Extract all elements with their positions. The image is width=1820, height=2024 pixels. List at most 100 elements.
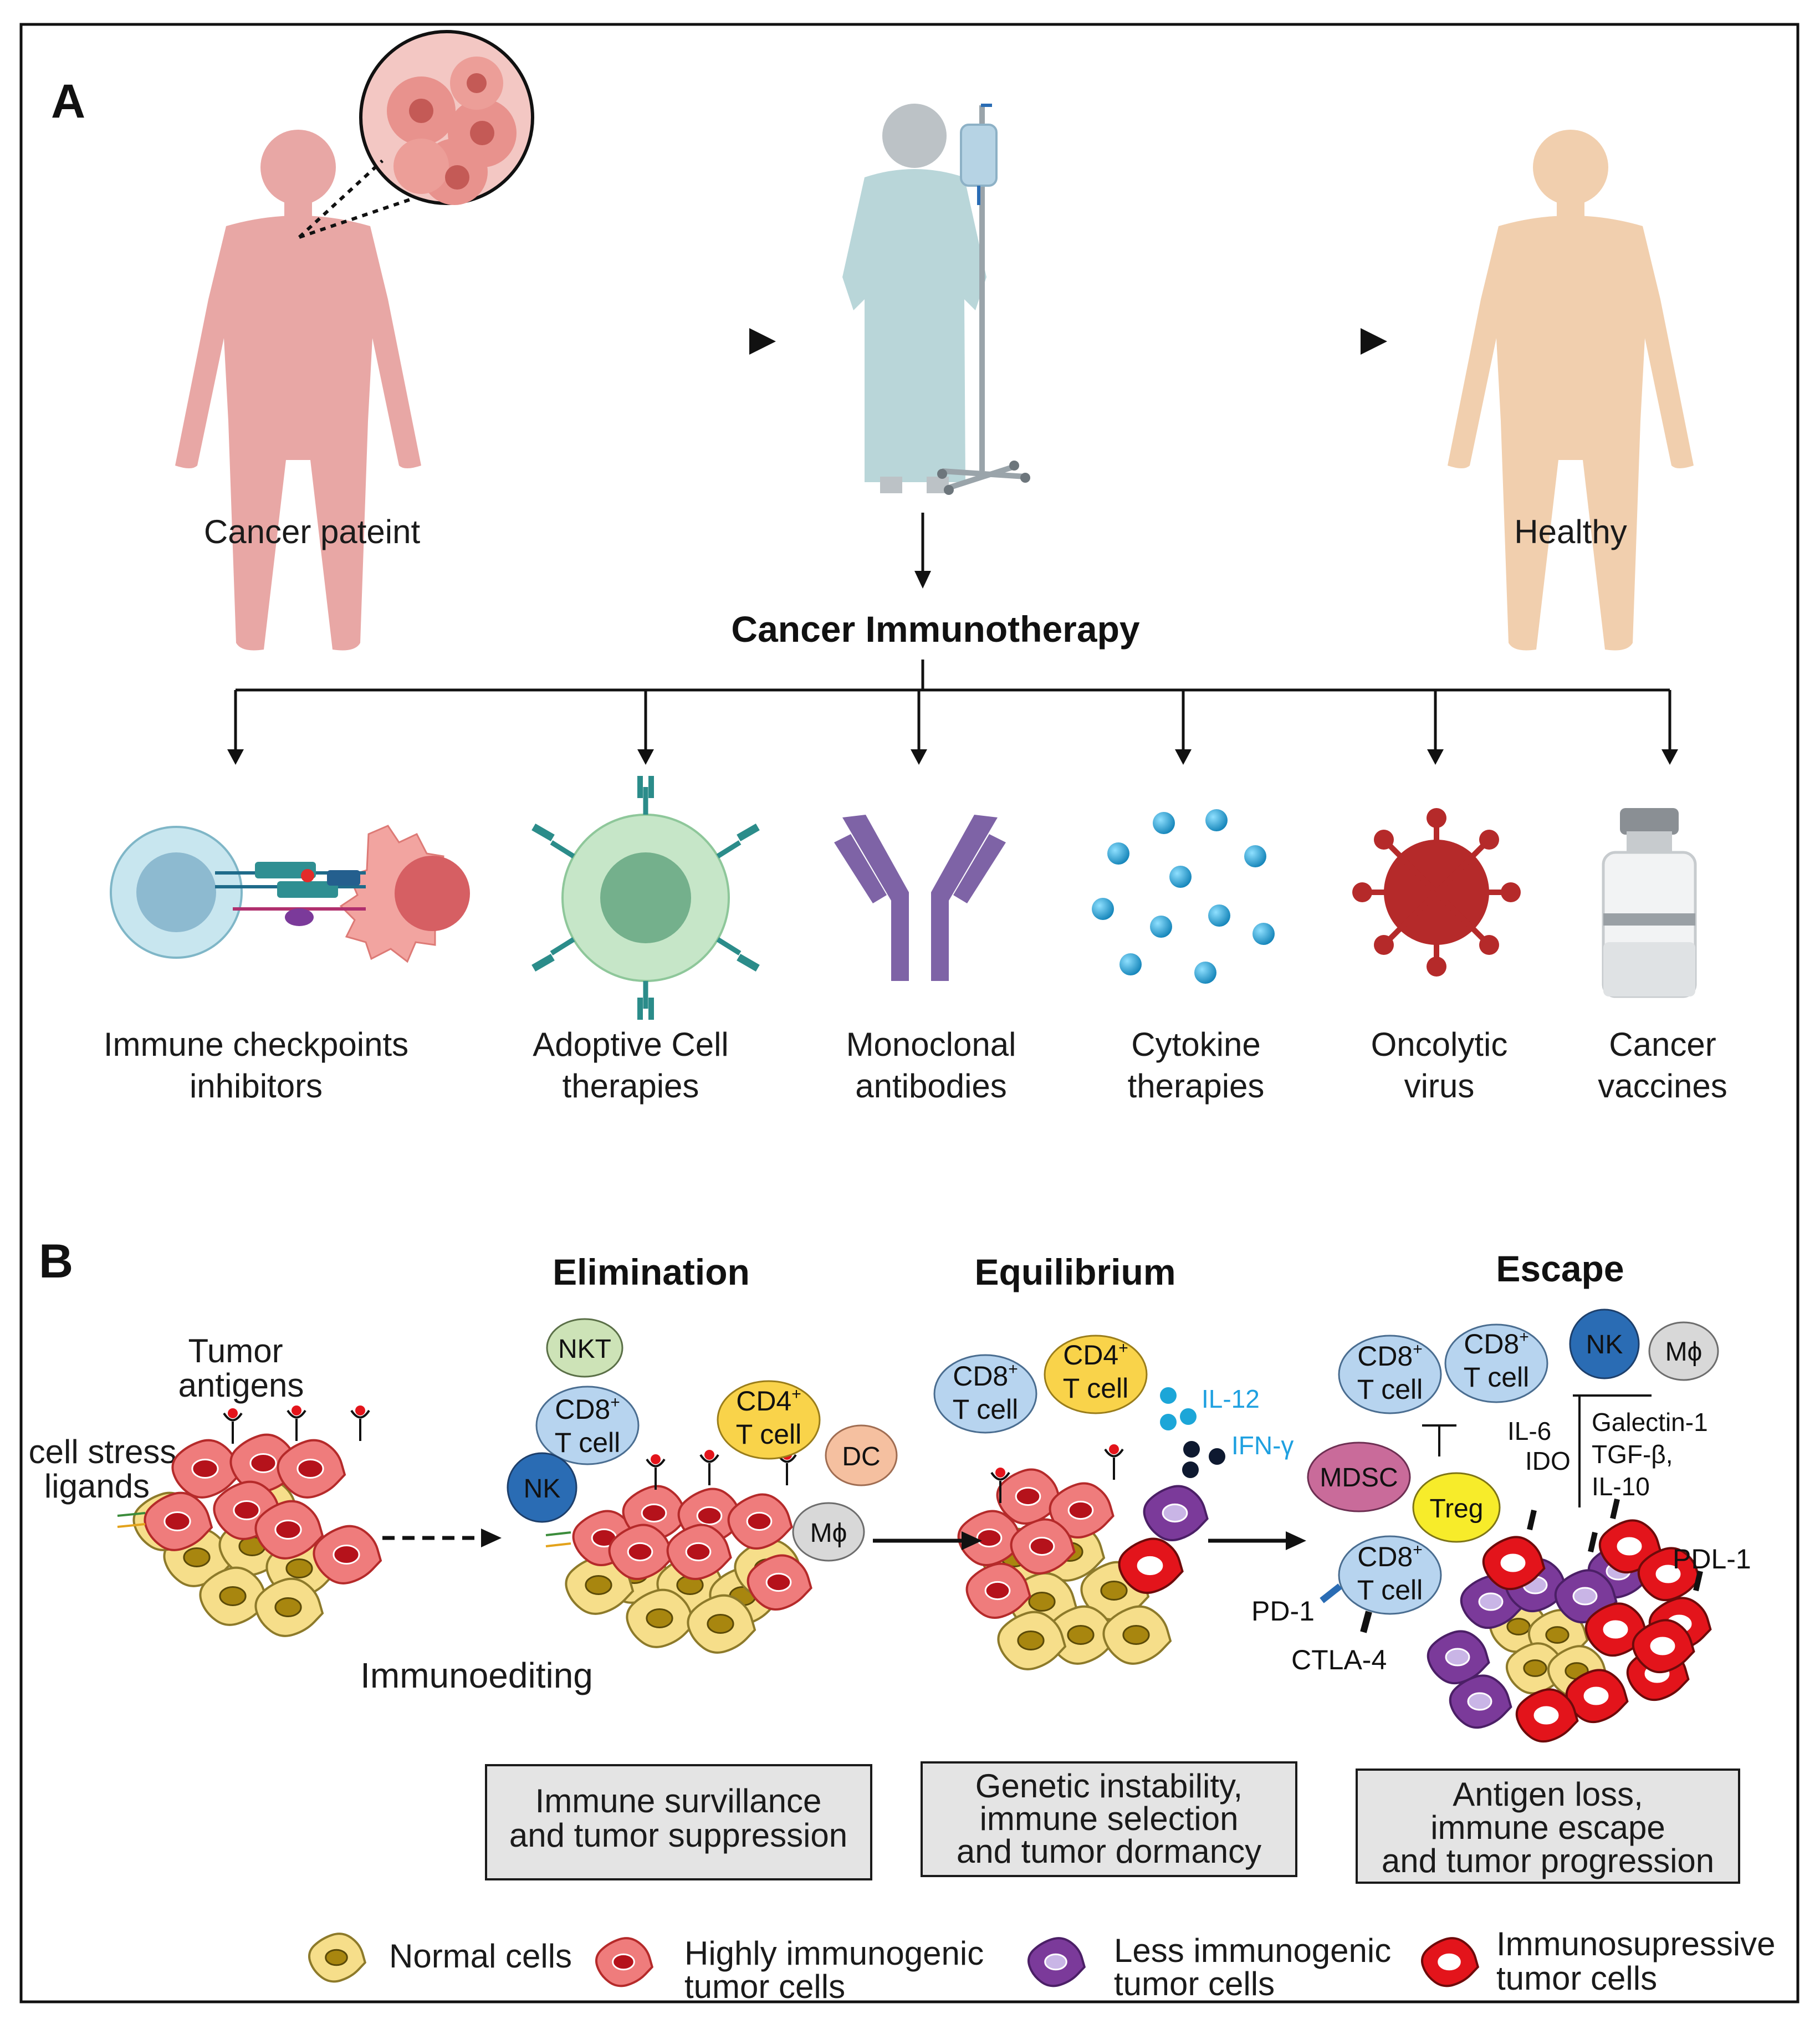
healthy-label: Healthy [1514,513,1627,550]
legend-label-immuno-1: Immunosupressive [1496,1925,1776,1962]
equilibrium-tumor-cluster [957,1468,1209,1670]
therapy-label-3b: antibodies [855,1067,1007,1105]
mdsc-cell [1307,1442,1411,1512]
cd8-t-cell-equil [933,1354,1037,1434]
therapy-labels: Immune checkpoints inhibitors Adoptive C… [104,1026,1727,1105]
mphi-elim-label: Mϕ [810,1519,847,1548]
legend-label-less-2: tumor cells [1114,1965,1275,2002]
nk-elim-label: NK [524,1474,561,1504]
figure-frame [19,23,1799,2003]
legend-highly-immunogenic-cell [595,1937,654,1987]
arrow-patient-to-treatment-head [749,328,776,355]
cd8-escape-2-label-1: CD8+ [1464,1328,1529,1359]
cd4-equil-label-1: CD4+ [1063,1339,1128,1371]
cd4-elim-label-2: T cell [736,1419,802,1450]
cd4-t-cell-equil [1044,1335,1148,1414]
cd8-t-cell-escape-2 [1444,1323,1548,1403]
nk-cell-escape [1569,1309,1640,1379]
ctla4-label: CTLA-4 [1291,1644,1387,1675]
arrow-treatment-to-healthy-head [1361,328,1387,355]
cd8-escape-1-label-2: T cell [1357,1374,1423,1405]
checkpoint-inhibitor-icon [110,825,470,963]
highly-immunogenic-cell [965,1562,1031,1619]
antigen-receptor [350,1405,370,1441]
macrophage-elim [792,1502,865,1562]
legend-label-immuno-2: tumor cells [1496,1960,1657,1997]
cd8-elim-label-2: T cell [555,1427,621,1458]
zoom-connector [298,159,411,239]
normal-cell [687,1594,756,1654]
immunosuppressive-cell [1515,1688,1579,1743]
cell-type-legend [308,1933,1480,1987]
nkt-label: NKT [558,1335,611,1364]
cd8-equil-label-2: T cell [953,1394,1019,1425]
panel-a-letter: A [51,75,85,128]
il10-label: IL-10 [1592,1472,1650,1501]
legend-less-immunogenic-cell [1027,1937,1086,1987]
arrow-to-escape-head [1286,1531,1306,1550]
therapy-label-1a: Immune checkpoints [104,1026,408,1063]
equil-box-line-1: Genetic instability, [975,1767,1243,1805]
cd8-t-cell-escape-1 [1338,1335,1442,1414]
legend-label-normal: Normal cells [389,1938,572,1975]
escape-box-line-3: and tumor progression [1382,1842,1714,1879]
equilibrium-summary-box: Genetic instability, immune selection an… [921,1761,1297,1877]
healthy-figure [1448,130,1694,651]
normal-cell [1047,1605,1117,1665]
macrophage-escape [1648,1321,1719,1381]
legend-normal-cell [308,1933,367,1983]
therapy-label-1b: inhibitors [190,1067,323,1105]
pdl1-label: PDL-1 [1673,1543,1751,1575]
normal-cell [254,1577,324,1637]
cd8-equil-label-1: CD8+ [953,1360,1018,1392]
normal-cell [626,1588,696,1648]
highly-immunogenic-cell [747,1554,812,1611]
stress-ligands-label-1: cell stress [29,1433,177,1470]
escape-tumor-cluster [1427,1498,1712,1743]
cytokine-icon [1092,809,1275,984]
ifn-gamma-label: IFN-γ [1231,1431,1294,1460]
cd8-escape-2-label-2: T cell [1464,1362,1530,1393]
therapy-branch-lines [234,660,1671,754]
pd1-label: PD-1 [1251,1596,1315,1627]
dc-label: DC [842,1442,880,1471]
nk-cell-elim [507,1452,577,1523]
immunosuppressive-cell [1632,1619,1695,1674]
escape-box-line-1: Antigen loss, [1453,1776,1643,1813]
nk-escape-label: NK [1586,1330,1623,1359]
highly-immunogenic-cell [957,1510,1023,1567]
arrow-to-immunotherapy-head [914,571,931,589]
elimination-title: Elimination [553,1251,750,1292]
normal-cell [565,1555,635,1615]
escape-summary-box: Antigen loss, immune escape and tumor pr… [1356,1769,1740,1884]
less-immunogenic-cell [1449,1674,1512,1729]
mdsc-label: MDSC [1320,1463,1398,1493]
elim-box-line-2: and tumor suppression [509,1817,847,1854]
equil-box-line-3: and tumor dormancy [957,1833,1261,1870]
immunosuppressive-cell [1565,1669,1629,1724]
cd8-t-cell-escape-3 [1338,1535,1442,1615]
highly-immunogenic-cell [171,1439,241,1499]
antigen-receptor [699,1450,719,1485]
antigen-receptor [287,1405,306,1441]
normal-cell [997,1611,1067,1670]
legend-label-high-2: tumor cells [684,1968,845,2005]
adoptive-cell-icon [531,776,760,1020]
highly-immunogenic-cell [996,1468,1062,1525]
immunosuppressive-cell [1637,1547,1701,1602]
therapy-arrow-heads [227,749,1678,765]
highly-immunogenic-cell [608,1524,674,1581]
highly-immunogenic-cell [727,1493,793,1550]
initial-tumor-cluster [132,1433,382,1637]
stress-ligands-label-2: ligands [44,1468,150,1505]
treg-cell [1412,1472,1501,1543]
elimination-summary-box: Immune survillance and tumor suppression [485,1764,872,1880]
less-immunogenic-cell [1143,1485,1209,1542]
monoclonal-antibody-icon [834,815,1006,981]
cd8-escape-3-label-2: T cell [1357,1575,1423,1606]
dendritic-cell [825,1424,898,1486]
equilibrium-title: Equilibrium [975,1251,1176,1292]
il6-label: IL-6 [1507,1417,1551,1445]
elimination-tumor-cluster [565,1485,812,1654]
cd8-escape-3-label-1: CD8+ [1357,1541,1423,1572]
